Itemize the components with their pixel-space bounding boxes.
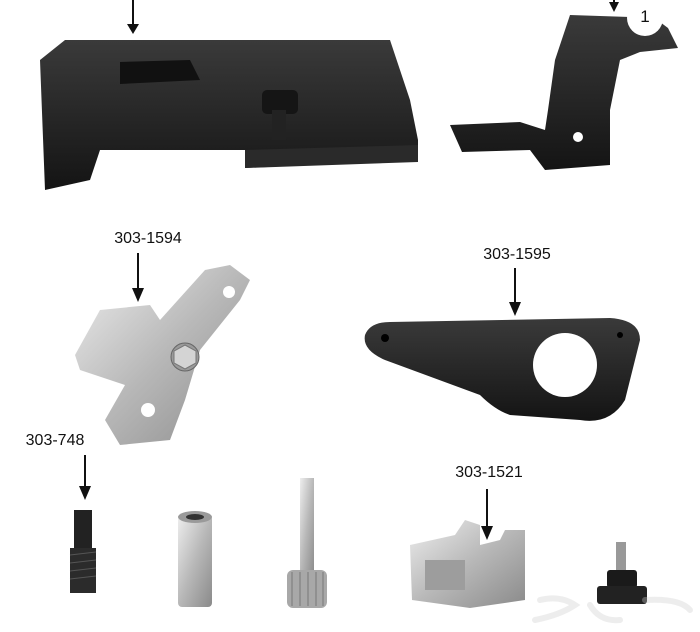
part-303-748-bolt: [69, 455, 97, 593]
top-left-timing-plate: [40, 0, 418, 190]
watermark-logo: [532, 595, 693, 624]
part-label-303-1595: 303-1595: [483, 246, 551, 263]
part-303-1521-block: [410, 489, 525, 608]
part-label-303-748: 303-748: [25, 432, 85, 449]
silver-sleeve: [178, 511, 212, 607]
index-label-1: 1: [640, 7, 650, 26]
part-303-1595-plate: [364, 268, 640, 421]
black-knob: [597, 542, 647, 604]
top-right-bracket: [450, 0, 678, 170]
locking-pin: [287, 478, 327, 608]
part-label-303-1594: 303-1594: [114, 230, 182, 247]
part-label-303-1521: 303-1521: [455, 464, 523, 481]
part-303-1594-tool: [75, 253, 250, 445]
